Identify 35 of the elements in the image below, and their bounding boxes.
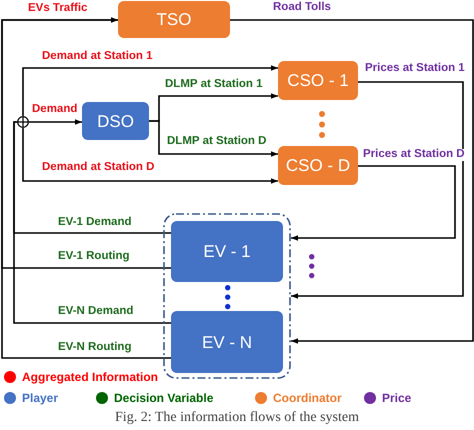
arrow xyxy=(29,119,82,125)
arrow xyxy=(230,19,474,344)
edge-label: Demand at Station 1 xyxy=(41,51,154,62)
edge-label: Prices at Station D xyxy=(362,149,466,160)
arrow xyxy=(149,120,278,157)
arrow xyxy=(291,165,456,241)
player-box: DSO xyxy=(82,102,149,140)
edge-label: Road Tolls xyxy=(272,2,332,14)
caption: Fig. 2: The information flows of the system xyxy=(114,411,360,425)
legend-label: Price xyxy=(382,392,412,404)
edge-label: EV-N Demand xyxy=(57,306,134,318)
coordinator-box: TSO xyxy=(118,1,230,38)
arrow xyxy=(291,81,464,299)
arrow xyxy=(1,17,171,359)
dashed-group-frame xyxy=(163,213,291,379)
edge-label: EV-N Routing xyxy=(57,342,132,354)
summing-junction xyxy=(17,116,29,128)
edge-label: EV-1 Demand xyxy=(57,217,132,228)
edge-label: EV-1 Routing xyxy=(57,251,131,262)
flow-label: EVs Traffic xyxy=(27,3,88,14)
edge-label: DLMP at Station 1 xyxy=(164,79,264,90)
arrow xyxy=(22,128,278,184)
coordinator-box: CSO - 1 xyxy=(278,61,358,100)
edge-label: Demand xyxy=(31,104,78,116)
player-box: EV - N xyxy=(171,311,283,373)
player-box: EV - 1 xyxy=(171,221,283,282)
legend-label: Decision Variable xyxy=(114,392,214,404)
legend-label: Coordinator xyxy=(273,392,342,404)
legend-label: Aggregated Information xyxy=(22,371,158,383)
coordinator-box: CSO - D xyxy=(278,146,358,185)
edge-label: DLMP at Station D xyxy=(166,136,268,148)
edge-label: Prices at Station 1 xyxy=(364,63,466,74)
edge-label: Demand at Station D xyxy=(41,162,156,174)
arrow xyxy=(22,65,278,116)
legend-label: Player xyxy=(22,392,58,404)
